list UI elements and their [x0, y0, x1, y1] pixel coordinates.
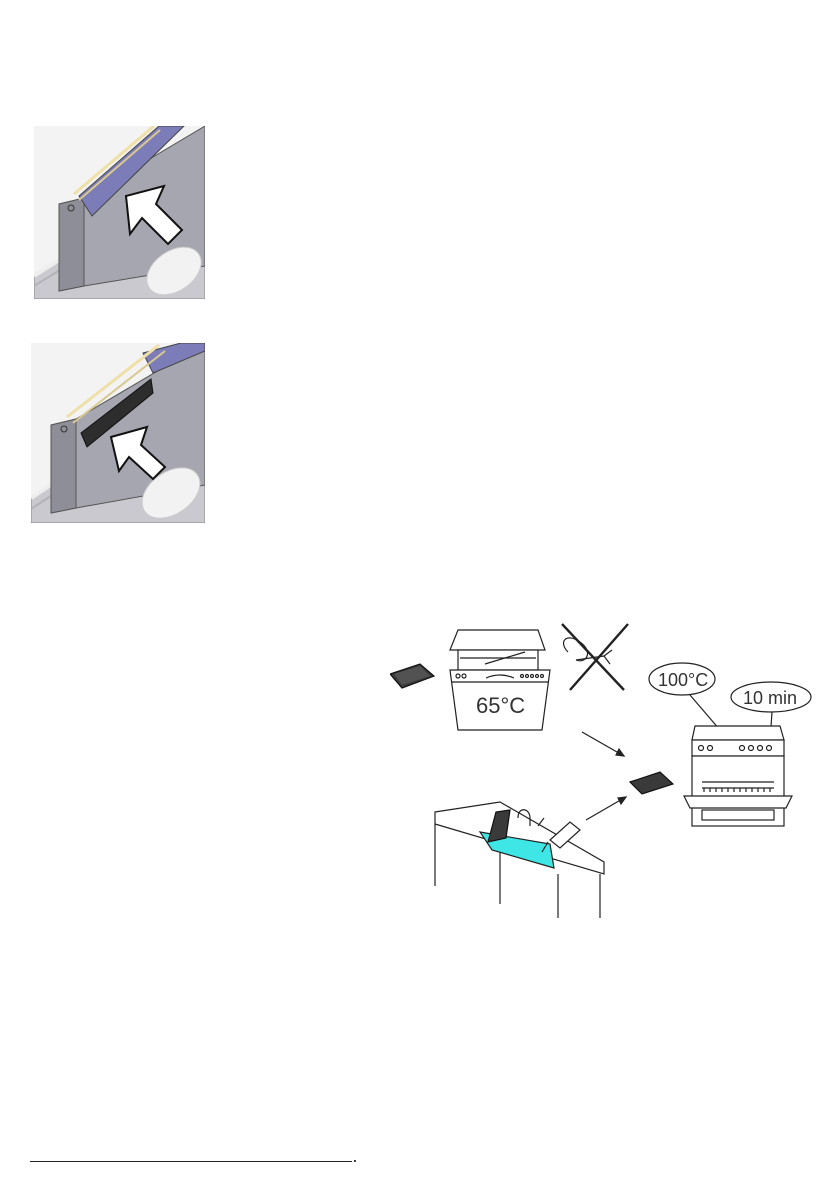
footer-rule-mark [354, 1160, 356, 1162]
filter-insert-illustration-1 [34, 126, 205, 299]
filter-pad-icon [390, 664, 434, 688]
oven-temperature-label: 100°C [658, 670, 708, 690]
footer-rule [30, 1161, 352, 1162]
oven-time-label: 10 min [743, 688, 797, 708]
hood-filter-drawing [34, 126, 205, 299]
filter-insert-illustration-2 [31, 343, 205, 523]
sink-icon [435, 802, 604, 918]
cleaning-scene: 65°C 100°C 10 min [390, 612, 822, 918]
no-brush-icon [562, 624, 628, 690]
filter-pad-icon [630, 772, 673, 794]
oven-icon [684, 726, 792, 826]
dishwasher-temperature-label: 65°C [476, 693, 525, 718]
filter-cleaning-illustration: 65°C 100°C 10 min [390, 612, 822, 918]
hood-filter-drawing [31, 343, 205, 523]
